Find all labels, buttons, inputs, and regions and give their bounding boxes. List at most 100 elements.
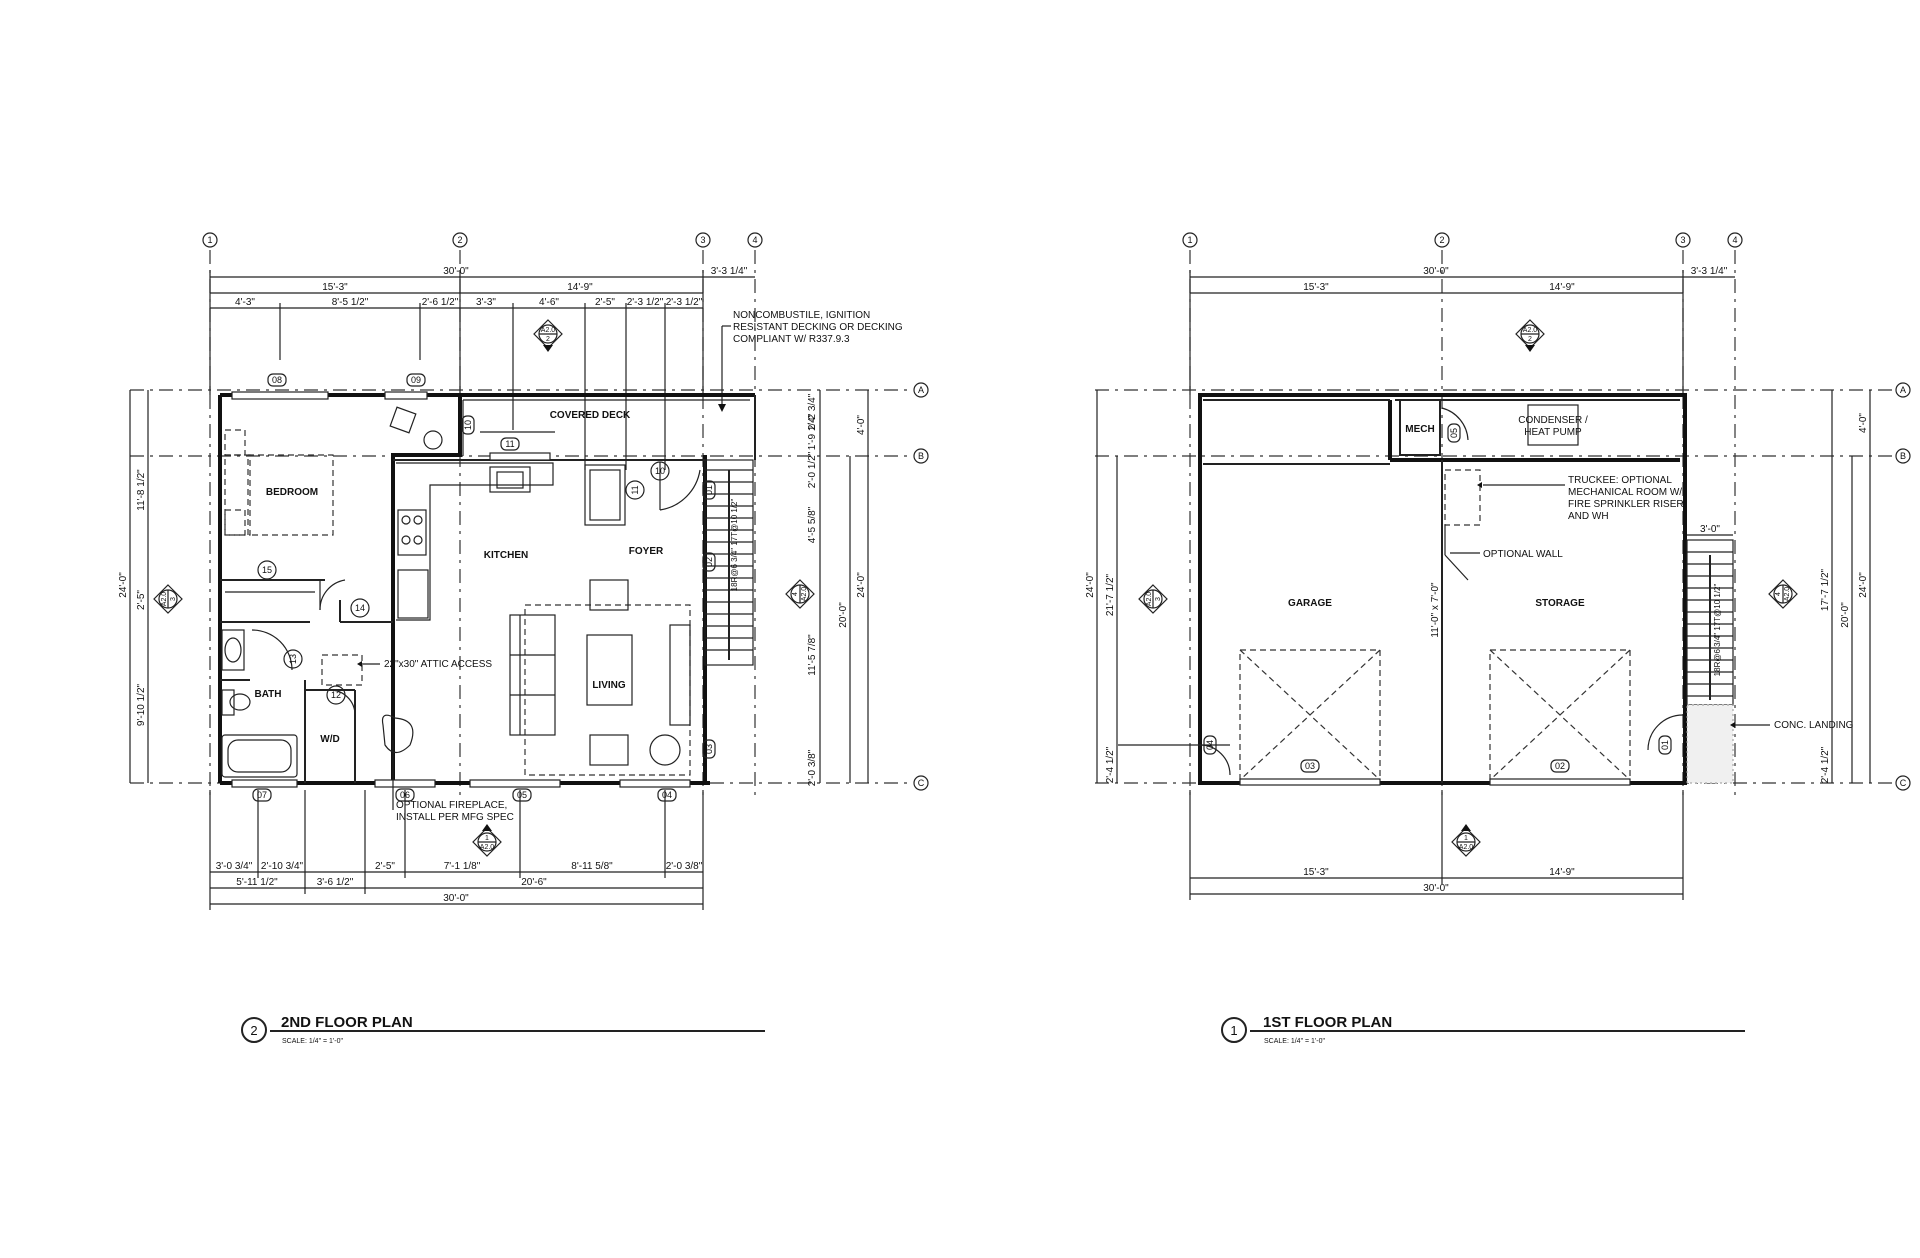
room-kitchen: KITCHEN <box>484 550 528 561</box>
dim-s6: 2'-5" <box>595 297 615 308</box>
dim-s8: 2'-3 1/2" <box>666 297 703 308</box>
scale-2nd-floor: SCALE: 1/4" = 1'-0" <box>282 1038 343 1045</box>
stair1-note: 18R@6 3/4" 17T@10 1/2" <box>1713 584 1722 677</box>
callout-right-num: 4 <box>792 592 799 596</box>
note-opening-size: 11'-0" x 7'-0" <box>1430 582 1441 638</box>
grid-bubble-a: A <box>918 385 924 395</box>
room-mech: MECH <box>1405 424 1434 435</box>
callout-right-sheet: A2.0 <box>801 587 808 602</box>
walls-1 <box>1198 393 1687 785</box>
tag-10: 10 <box>655 466 665 476</box>
side-doors-1: 04 01 <box>1199 714 1684 776</box>
tag-04: 04 <box>662 790 672 800</box>
callout1-bottom-sheet: A2.0 <box>1459 844 1474 851</box>
plan-title-1st: 1 1ST FLOOR PLAN SCALE: 1/4" = 1'-0" <box>1221 1014 1745 1045</box>
fireplace-note: OPTIONAL FIREPLACE, INSTALL PER MFG SPEC <box>392 740 514 823</box>
tag1-03: 03 <box>1305 761 1315 771</box>
tag1-01: 01 <box>1660 740 1670 750</box>
plan-title-2nd: 2 2ND FLOOR PLAN SCALE: 1/4" = 1'-0" <box>241 1014 765 1045</box>
windows <box>231 391 691 788</box>
dim-left-lower: 9'-10 1/2" <box>136 683 147 726</box>
note-decking-1: NONCOMBUSTILE, IGNITION <box>733 310 870 321</box>
callout1-right-sheet: A2.0 <box>1784 587 1791 602</box>
attic-access: 22"x30" ATTIC ACCESS <box>321 654 492 686</box>
grid-bubble-c: C <box>918 778 925 788</box>
wd-closet <box>305 689 356 783</box>
opening-tags: 08 09 10 11 10 11 01 02 03 15 14 13 12 0… <box>252 373 716 802</box>
dim-overall-a: 20'-0" <box>838 602 849 628</box>
dim-b6: 2'-0 3/8" <box>666 861 703 872</box>
tag-11-deck: 11 <box>505 439 514 449</box>
grid1-bubble-c: C <box>1900 778 1907 788</box>
callout1-right-num: 4 <box>1775 592 1782 596</box>
section-callout-left: A2.0 3 <box>153 584 183 614</box>
dim-s1: 4'-3" <box>235 297 255 308</box>
dim-c3: 20'-6" <box>521 877 547 888</box>
dim-r4: 2'-0 1/2" <box>807 451 818 488</box>
condenser-label-1: CONDENSER / <box>1518 415 1588 426</box>
dim1-right-r3: 17'-7 1/2" <box>1820 568 1831 611</box>
grid-bubble-3: 3 <box>700 235 705 245</box>
stair: 18R@6 3/4" 17T@10 1/2" <box>704 459 754 666</box>
dim-r1: 2'-2 3/4" <box>807 393 818 430</box>
dim1-overall-top: 30'-0" <box>1423 266 1449 277</box>
bottom-dimensions-1: 15'-3" 14'-9" 30'-0" <box>1189 790 1684 900</box>
section-callout-left-1: A2.0 3 <box>1118 584 1200 746</box>
tag1-05: 05 <box>1449 428 1459 438</box>
grid-bubbles: 1 2 3 4 A B C <box>202 232 929 791</box>
dim-r2: 1'-9 1/4" <box>807 413 818 450</box>
title-2nd-floor: 2ND FLOOR PLAN <box>281 1014 413 1031</box>
grid-bubble-1: 1 <box>207 235 212 245</box>
dim1-left-low: 2'-4 1/2" <box>1105 746 1116 783</box>
dim1-left-overall: 24'-0" <box>1085 572 1096 598</box>
callout1-top-num: 2 <box>1528 336 1532 343</box>
dim1-bottom-right: 14'-9" <box>1549 867 1575 878</box>
note-optional-wall: OPTIONAL WALL <box>1483 549 1563 560</box>
dim1-ext: 3'-3 1/4" <box>1691 266 1728 277</box>
dim-left-upper: 11'-8 1/2" <box>136 469 147 511</box>
dim1-right-a: 20'-0" <box>1840 602 1851 628</box>
note-truckee-3: FIRE SPRINKLER RISER <box>1568 499 1684 510</box>
first-floor-plan: 1 2 3 4 A B C 30'-0" 3'-3 1/4" 15'-3" 14… <box>1085 232 1911 1045</box>
callout1-left-num: 3 <box>1155 597 1162 601</box>
dim-s3: 2'-6 1/2" <box>422 297 459 308</box>
note-truckee-4: AND WH <box>1568 511 1609 522</box>
dim1-left: 15'-3" <box>1303 282 1329 293</box>
title-1st-floor: 1ST FLOOR PLAN <box>1263 1014 1392 1031</box>
stair-1: 18R@6 3/4" 17T@10 1/2" 3'-0" <box>1686 524 1734 706</box>
mech-door: 05 <box>1441 407 1469 443</box>
second-floor-plan: 1 2 3 4 A B C 30'-0" 3'-3 1/4" 15'-3" 14… <box>118 232 929 1045</box>
bath-fixtures <box>221 629 298 778</box>
tag-06: 06 <box>400 790 410 800</box>
dim1-left-mid: 21'-7 1/2" <box>1105 573 1116 616</box>
dim-r5: 4'-5 5/8" <box>807 506 818 543</box>
concrete-landing: CONC. LANDING <box>1686 704 1854 784</box>
top-dimensions: 30'-0" 3'-3 1/4" 15'-3" 14'-9" 4'-3" 8'-… <box>209 266 755 470</box>
tag-13: 13 <box>288 654 298 664</box>
tag-08: 08 <box>272 375 282 385</box>
dim-b5: 8'-11 5/8" <box>571 861 613 872</box>
grid-bubble-b: B <box>918 451 924 461</box>
note-decking-3: COMPLIANT W/ R337.9.3 <box>733 334 850 345</box>
tag-07: 07 <box>257 790 267 800</box>
dim1-right-b: 24'-0" <box>1858 572 1869 598</box>
dim-left-overall: 24'-0" <box>118 572 129 598</box>
section-callout-bottom-1: 1 A2.0 <box>1451 824 1481 857</box>
right-dimensions: 2'-2 3/4" 1'-9 1/4" 4'-0" 2'-0 1/2" 4'-5… <box>807 390 869 786</box>
stair-note: 18R@6 3/4" 17T@10 1/2" <box>730 499 739 592</box>
tag1-04: 04 <box>1205 740 1215 750</box>
top-dimensions-1: 30'-0" 3'-3 1/4" 15'-3" 14'-9" <box>1189 266 1735 395</box>
tag-12: 12 <box>331 690 341 700</box>
callout-top-sheet: A2.0 <box>541 327 556 334</box>
dim-c1: 5'-11 1/2" <box>236 877 278 888</box>
tag-10-deck: 10 <box>463 420 473 430</box>
left-dimensions-1: 24'-0" 21'-7 1/2" 2'-4 1/2" <box>1085 390 1118 783</box>
dim-r7: 2'-0 3/8" <box>807 749 818 786</box>
callout-top-num: 2 <box>546 336 550 343</box>
dim-s5: 4'-6" <box>539 297 559 308</box>
grid-bubble-4: 4 <box>752 235 757 245</box>
note-fireplace-1: OPTIONAL FIREPLACE, <box>396 800 507 811</box>
grid1-bubble-3: 3 <box>1680 235 1685 245</box>
room-bedroom: BEDROOM <box>266 487 318 498</box>
